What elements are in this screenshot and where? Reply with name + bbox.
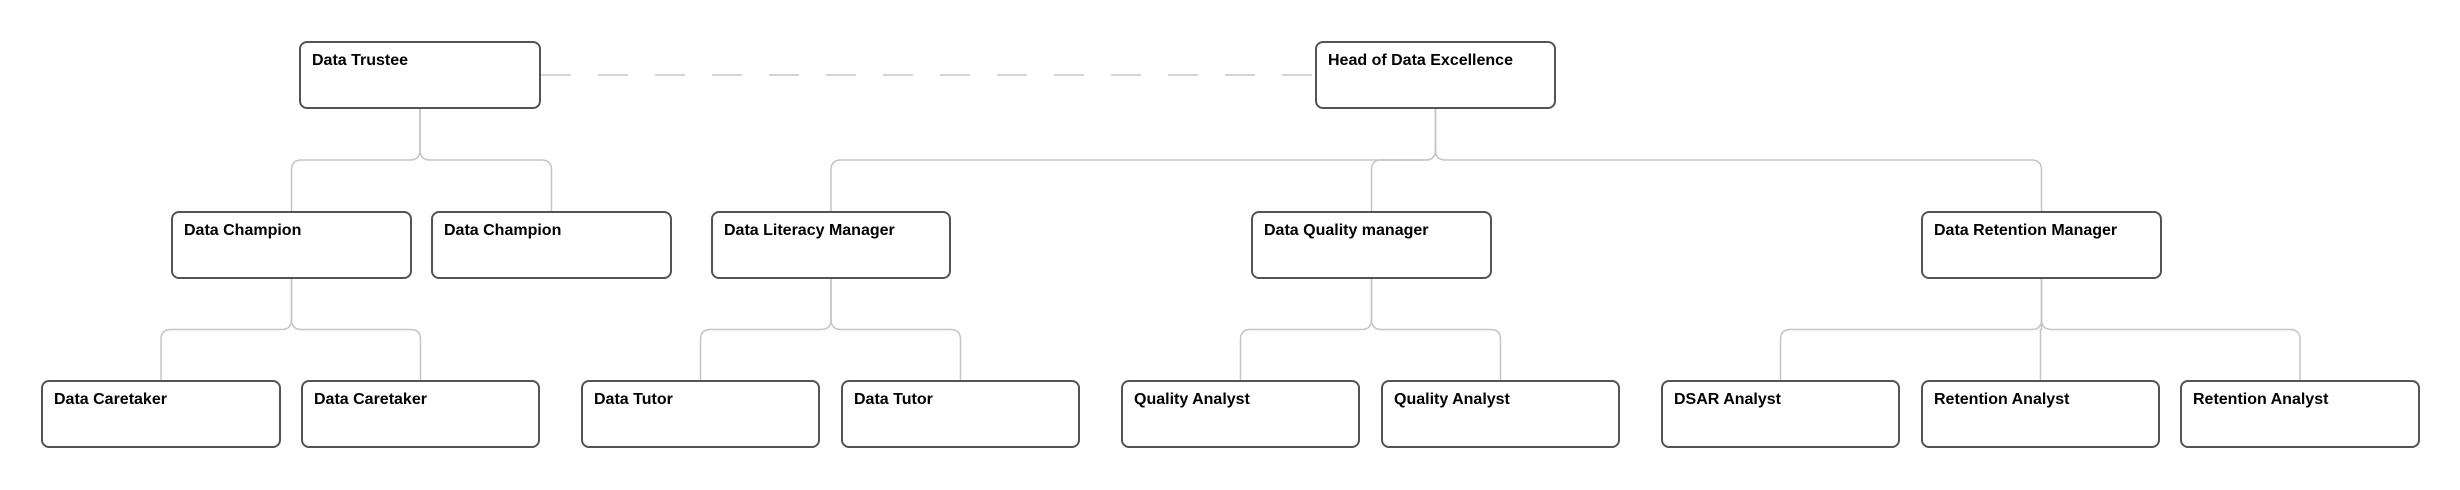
org-node-retention-analyst-1[interactable]: Retention Analyst: [1921, 380, 2160, 448]
edge-data-retention-manager--dsar-analyst: [1779, 279, 2043, 380]
org-node-data-quality-manager[interactable]: Data Quality manager: [1251, 211, 1492, 279]
org-node-quality-analyst-1[interactable]: Quality Analyst: [1121, 380, 1360, 448]
org-node-retention-analyst-2[interactable]: Retention Analyst: [2180, 380, 2420, 448]
org-node-data-retention-manager[interactable]: Data Retention Manager: [1921, 211, 2162, 279]
edge-data-champion-1--data-caretaker-1: [160, 279, 293, 380]
org-node-data-champion-1[interactable]: Data Champion: [171, 211, 412, 279]
org-node-data-trustee[interactable]: Data Trustee: [299, 41, 541, 109]
edge-head-of-data-excellence--data-retention-manager: [1434, 109, 2043, 211]
org-node-label: Data Tutor: [594, 391, 673, 408]
edge-data-literacy-manager--data-tutor-1: [699, 279, 832, 380]
org-node-data-caretaker-1[interactable]: Data Caretaker: [41, 380, 281, 448]
edge-data-retention-manager--retention-analyst-2: [2040, 279, 2301, 380]
org-node-label: Data Tutor: [854, 391, 933, 408]
org-node-label: Data Caretaker: [54, 391, 167, 408]
org-node-label: Data Caretaker: [314, 391, 427, 408]
org-node-label: Data Champion: [184, 222, 302, 239]
org-node-dsar-analyst[interactable]: DSAR Analyst: [1661, 380, 1900, 448]
edge-head-of-data-excellence--data-quality-manager: [1370, 109, 1437, 211]
org-node-label: Head of Data Excellence: [1328, 52, 1513, 69]
org-node-label: Data Quality manager: [1264, 222, 1429, 239]
org-node-data-literacy-manager[interactable]: Data Literacy Manager: [711, 211, 951, 279]
edge-data-literacy-manager--data-tutor-2: [830, 279, 962, 380]
edge-data-quality-manager--quality-analyst-1: [1239, 279, 1373, 380]
edge-data-trustee--data-champion-2: [419, 109, 553, 211]
org-node-label: Quality Analyst: [1134, 391, 1250, 408]
org-node-label: Retention Analyst: [2193, 391, 2329, 408]
org-node-label: DSAR Analyst: [1674, 391, 1781, 408]
org-node-data-champion-2[interactable]: Data Champion: [431, 211, 672, 279]
edge-data-champion-1--data-caretaker-2: [290, 279, 422, 380]
edge-data-trustee--data-champion-1: [290, 109, 421, 211]
org-node-label: Quality Analyst: [1394, 391, 1510, 408]
org-node-label: Data Champion: [444, 222, 562, 239]
edge-data-quality-manager--quality-analyst-2: [1370, 279, 1502, 380]
org-node-quality-analyst-2[interactable]: Quality Analyst: [1381, 380, 1620, 448]
org-node-data-tutor-1[interactable]: Data Tutor: [581, 380, 820, 448]
org-node-head-of-data-excellence[interactable]: Head of Data Excellence: [1315, 41, 1556, 109]
org-node-data-caretaker-2[interactable]: Data Caretaker: [301, 380, 540, 448]
org-node-label: Data Retention Manager: [1934, 222, 2118, 239]
org-node-data-tutor-2[interactable]: Data Tutor: [841, 380, 1080, 448]
org-node-label: Data Literacy Manager: [724, 222, 895, 239]
org-node-label: Data Trustee: [312, 52, 409, 69]
edge-head-of-data-excellence--data-literacy-manager: [830, 109, 1437, 211]
org-node-label: Retention Analyst: [1934, 391, 2070, 408]
